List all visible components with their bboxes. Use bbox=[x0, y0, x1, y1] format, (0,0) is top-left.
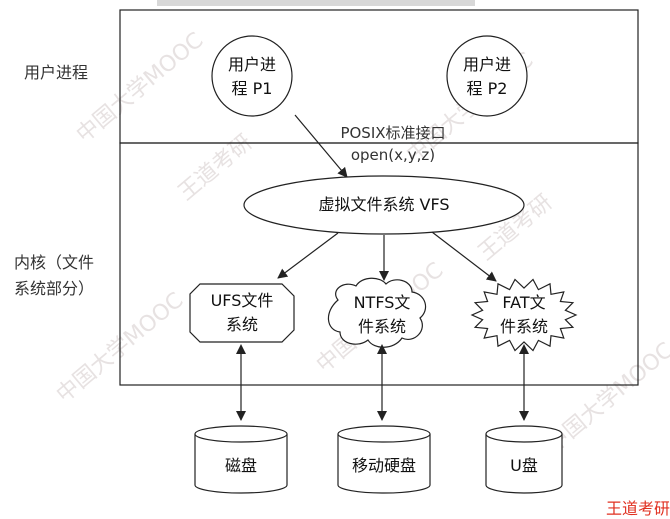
fat-starburst bbox=[470, 278, 578, 352]
removable-disk-cylinder bbox=[337, 425, 431, 494]
process-p1-label: 用户进 程 P1 bbox=[227, 55, 276, 98]
open-call-label: open(x,y,z) bbox=[350, 146, 436, 164]
vfs-ellipse bbox=[243, 175, 525, 235]
ufs-box bbox=[189, 283, 295, 343]
vfs-to-ufs-arrow bbox=[277, 232, 339, 279]
user-process-label: 用户进程 bbox=[24, 63, 89, 82]
posix-interface-label: POSIX标准接口 bbox=[340, 124, 446, 142]
ntfs-label: NTFS文 件系统 bbox=[353, 293, 411, 336]
kernel-label: 内核（文件 系统部分） bbox=[14, 253, 95, 298]
process-p2-circle bbox=[446, 35, 528, 117]
p1-to-vfs-arrow bbox=[294, 114, 348, 178]
process-p2-label: 用户进 程 P2 bbox=[462, 55, 511, 98]
usb-label: U盘 bbox=[510, 456, 538, 475]
fat-label: FAT文 件系统 bbox=[499, 293, 548, 336]
removable-disk-label: 移动硬盘 bbox=[351, 456, 416, 475]
disk-label: 磁盘 bbox=[224, 456, 257, 475]
process-p1-circle bbox=[211, 35, 293, 117]
ntfs-cloud bbox=[327, 277, 427, 348]
usb-cylinder bbox=[485, 425, 563, 494]
vfs-to-fat-arrow bbox=[431, 231, 497, 282]
vfs-label: 虚拟文件系统 VFS bbox=[318, 195, 450, 214]
corner-logo-text: 王道考研 bbox=[606, 499, 670, 518]
disk-cylinder bbox=[194, 425, 288, 494]
top-bar bbox=[157, 0, 475, 6]
ufs-label: UFS文件 系统 bbox=[210, 291, 274, 334]
